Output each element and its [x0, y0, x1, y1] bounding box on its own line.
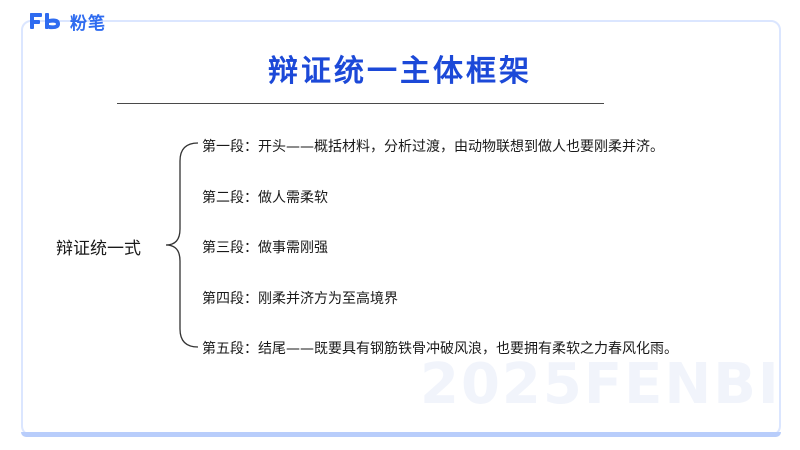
- fb-logo-icon: [30, 13, 60, 30]
- branch-item: 第三段：做事需刚强: [202, 240, 328, 256]
- branch-item: 第二段：做人需柔软: [202, 190, 328, 206]
- brand-logo: 粉笔: [30, 9, 106, 34]
- slide-frame-bottom-accent: [21, 432, 781, 437]
- left-brace-connector: [165, 142, 199, 348]
- brand-logo-text: 粉笔: [70, 13, 106, 34]
- slide-title: 辩证统一主体框架: [268, 54, 532, 89]
- branch-item: 第一段：开头——概括材料，分析过渡，由动物联想到做人也要刚柔并济。: [202, 139, 664, 155]
- watermark-text: 2025FENBI: [420, 352, 781, 417]
- branch-item: 第五段：结尾——既要具有钢筋铁骨冲破风浪，也要拥有柔软之力春风化雨。: [202, 341, 678, 357]
- title-underline: [117, 103, 604, 104]
- diagram-root-node: 辩证统一式: [56, 239, 141, 259]
- branch-item: 第四段：刚柔并济方为至高境界: [202, 291, 398, 307]
